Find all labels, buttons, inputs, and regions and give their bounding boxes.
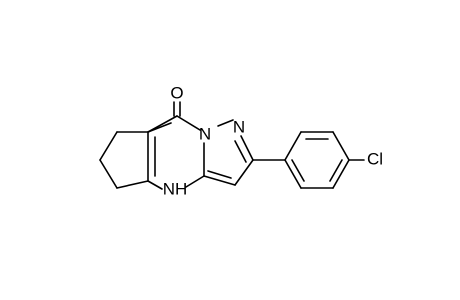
bond-ph-4	[332, 159, 350, 189]
bond-ph-6	[284, 159, 302, 189]
bond-c3-c2	[116, 180, 149, 189]
atom-chlorine: Cl	[367, 149, 383, 168]
atom-n-ring: N	[233, 117, 245, 136]
bond-c4-c3	[99, 159, 118, 189]
bond-nh-c	[147, 180, 163, 190]
bond-ph-1	[284, 131, 302, 161]
bond-n-c-aryl-double	[234, 140, 247, 163]
bond-ph-inner-2	[329, 159, 343, 182]
bond-carbonyl-n	[176, 115, 201, 131]
bond-n-c-aryl	[240, 135, 254, 161]
bond-c5-c4	[99, 131, 118, 161]
atom-oxygen: O	[170, 83, 183, 102]
bond-ch-cbridge-double	[207, 170, 232, 179]
atom-nh: NH	[163, 179, 188, 198]
bond-c-carbonyl-left	[147, 115, 178, 133]
bond-ph-inner-3	[291, 159, 305, 182]
atom-n-bridge: N	[199, 124, 211, 143]
bond-cbridge-nh	[185, 175, 205, 188]
bond-ch-cbridge	[203, 175, 236, 186]
bond-n-n	[217, 119, 234, 127]
bond-caryl-ch	[234, 159, 254, 186]
bond-ph-3	[332, 131, 350, 161]
